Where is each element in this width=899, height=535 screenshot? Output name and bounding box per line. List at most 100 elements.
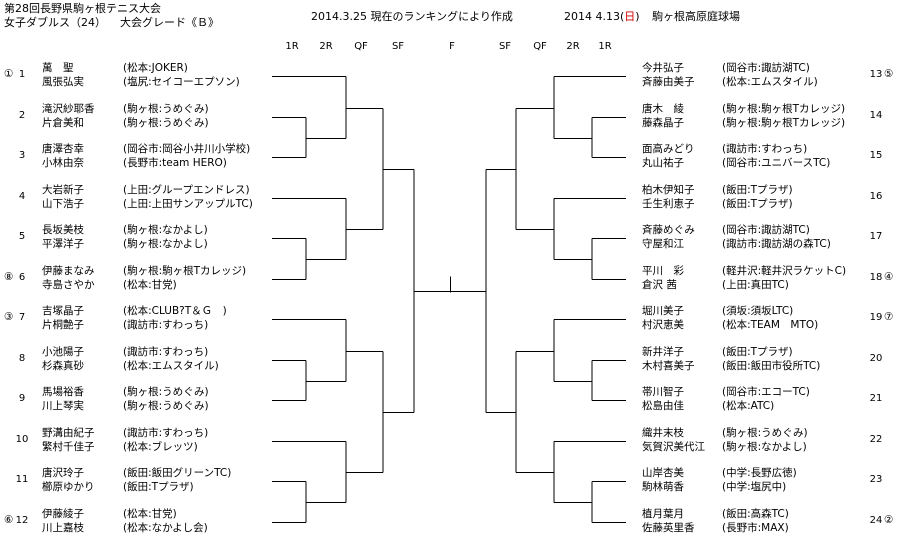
player-name: 滝沢紗耶香 (42, 102, 95, 115)
player-affiliation: (駒ヶ根:駒ヶ根Tカレッジ) (722, 116, 846, 129)
player-affiliation: (上田:グループエンドレス) (123, 183, 250, 196)
round-label-left-qf: QF (354, 41, 368, 52)
round-label-right-1r: 1R (598, 41, 612, 52)
player-affiliation: (松本:エムスタイル) (722, 76, 818, 88)
seed-mark: ① (4, 68, 14, 80)
player-name: 杉森真砂 (42, 359, 84, 372)
player-affiliation: (駒ヶ根:なかよし) (722, 440, 807, 453)
player-affiliation: (岡谷市:諏訪湖TC) (722, 62, 810, 74)
entry-number: 24 (869, 514, 883, 526)
player-name: 織井末枝 (642, 426, 684, 439)
entry-number: 19 (869, 312, 883, 323)
player-name: 小林由奈 (42, 157, 84, 169)
player-name: 面高みどり (642, 143, 695, 155)
player-affiliation: (上田:真田TC) (722, 278, 789, 291)
seed-mark: ③ (4, 311, 14, 323)
entry-number: 16 (869, 190, 883, 202)
player-affiliation: (松本:CLUB?T＆Ｇ ) (123, 305, 227, 317)
entry-number: 23 (869, 474, 883, 485)
player-name: 新井洋子 (642, 345, 684, 358)
player-affiliation: (飯田:飯田グリーンTC) (123, 467, 232, 479)
player-affiliation: (長野市:team HERO) (123, 157, 227, 169)
player-name: 帯川智子 (642, 386, 684, 398)
player-affiliation: (松本:ATC) (722, 400, 775, 412)
player-affiliation: (上田:上田サンアップルTC) (123, 197, 253, 210)
round-label-left-sf: SF (391, 41, 405, 52)
player-affiliation: (飯田:Tプラザ) (722, 197, 793, 210)
player-name: 守屋和江 (642, 238, 684, 250)
player-name: 吉塚晶子 (42, 305, 84, 317)
player-affiliation: (岡谷市:諏訪湖TC) (722, 224, 810, 236)
player-name: 倉沢 茜 (642, 278, 677, 291)
player-affiliation: (松本:甘党) (123, 507, 177, 520)
seed-mark: ⑤ (884, 68, 894, 80)
entry-number: 14 (869, 109, 883, 121)
seed-mark: ④ (884, 270, 894, 283)
entry-number: 1 (18, 69, 26, 80)
player-affiliation: (飯田:Tプラザ) (123, 481, 194, 493)
player-affiliation: (須坂:須坂LTC) (722, 305, 794, 317)
player-affiliation: (駒ヶ根:うめぐみ) (123, 102, 209, 115)
entry-number: 8 (18, 352, 26, 364)
player-affiliation: (松本:甘党) (123, 278, 177, 291)
player-affiliation: (塩尻:セイコーエプソン) (123, 76, 240, 88)
player-affiliation: (松本:JOKER) (123, 62, 188, 74)
player-affiliation: (中学:長野広徳) (722, 467, 797, 479)
player-name: 唐澤杏幸 (42, 143, 84, 155)
entry-number: 10 (15, 433, 29, 445)
seed-mark: ⑦ (884, 311, 894, 323)
player-affiliation: (飯田:飯田市役所TC) (722, 359, 821, 372)
entry-number: 6 (18, 271, 26, 283)
player-affiliation: (諏訪市:すわっち) (123, 345, 209, 358)
entry-number: 22 (869, 433, 883, 445)
entry-number: 15 (869, 150, 883, 161)
player-affiliation: (駒ヶ根:なかよし) (123, 224, 208, 236)
event-day: 日 (624, 10, 636, 23)
tournament-title: 第28回長野県駒ヶ根テニス大会 (4, 2, 161, 15)
round-label-final: F (449, 41, 455, 52)
round-label-left-2r: 2R (319, 41, 333, 52)
player-affiliation: (諏訪市:すわっち) (123, 426, 209, 439)
player-affiliation: (松本:TEAM MTO) (722, 319, 819, 331)
player-name: 植月葉月 (642, 507, 684, 520)
player-affiliation: (松本:エムスタイル) (123, 359, 219, 372)
player-name: 大岩新子 (42, 183, 84, 196)
player-affiliation: (岡谷市:岡谷小井川小学校) (123, 143, 251, 155)
player-name: 川上琴実 (42, 400, 84, 412)
entry-number: 7 (18, 312, 26, 323)
player-name: 松島由佳 (642, 400, 684, 412)
player-name: 気賀沢美代江 (642, 440, 705, 453)
ranking-note: 2014.3.25 現在のランキングにより作成 (311, 10, 513, 23)
player-affiliation: (諏訪市:すわっち) (123, 319, 209, 331)
player-affiliation: (駒ヶ根:うめぐみ) (123, 400, 209, 412)
player-affiliation: (諏訪市:諏訪湖の森TC) (722, 238, 831, 250)
entry-number: 11 (15, 474, 29, 485)
entry-number: 18 (869, 271, 883, 283)
player-name: 唐沢玲子 (42, 467, 84, 479)
player-affiliation: (岡谷市:ユニバースTC) (722, 157, 831, 169)
player-name: 丸山祐子 (642, 157, 684, 169)
player-name: 寺島さやか (42, 278, 95, 291)
player-affiliation: (松本:ブレッツ) (123, 440, 198, 453)
player-affiliation: (岡谷市:エコーTC) (722, 386, 810, 398)
player-name: 野溝由紀子 (42, 426, 95, 439)
player-affiliation: (飯田:高森TC) (722, 507, 789, 520)
player-name: 長坂美枝 (42, 224, 84, 236)
player-name: 山岸杏美 (642, 467, 684, 479)
player-name: 小池陽子 (42, 345, 84, 358)
player-name: 壬生利恵子 (642, 197, 695, 210)
player-name: 斉藤由美子 (642, 76, 695, 88)
player-name: 駒林萌香 (642, 481, 684, 493)
entry-number: 3 (18, 150, 26, 161)
seed-mark: ⑧ (4, 270, 14, 283)
player-affiliation: (駒ヶ根:うめぐみ) (722, 426, 808, 439)
player-name: 風張弘実 (42, 76, 84, 88)
player-name: 伊藤綾子 (42, 507, 84, 520)
player-name: 繁村千佳子 (42, 440, 95, 453)
player-affiliation: (軽井沢:軽井沢ラケットC) (722, 264, 847, 277)
venue: 駒ヶ根高原庭球場 (652, 10, 740, 23)
event-name: 女子ダブルス（24） (4, 16, 106, 29)
round-label-right-qf: QF (533, 41, 547, 52)
player-affiliation: (諏訪市:すわっち) (722, 143, 808, 155)
